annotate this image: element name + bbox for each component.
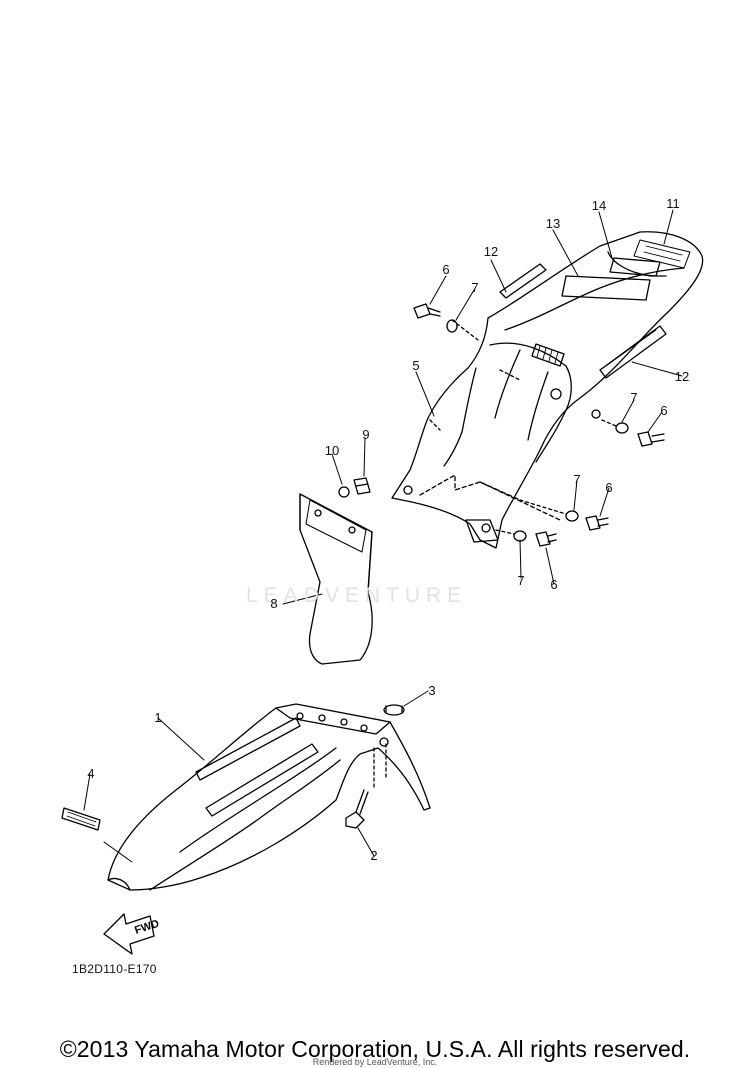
callout-6-top: 6 xyxy=(442,262,450,277)
leader-lines xyxy=(83,209,683,863)
callout-11: 11 xyxy=(666,196,680,211)
callout-9: 9 xyxy=(362,427,370,442)
decal-4 xyxy=(61,807,101,831)
callout-7-top: 7 xyxy=(471,280,479,295)
rear-fender-hardware xyxy=(413,303,665,547)
mud-flap xyxy=(299,477,373,665)
diagram-code: 1B2D110-E170 xyxy=(72,962,157,976)
callout-13: 13 xyxy=(545,216,561,231)
callout-8: 8 xyxy=(270,596,278,611)
front-fender xyxy=(107,703,431,891)
fwd-arrow xyxy=(103,913,155,955)
watermark: LEADVENTURE xyxy=(246,584,468,607)
callout-10: 10 xyxy=(324,443,340,458)
callout-7-bottom: 7 xyxy=(517,573,525,588)
callout-6-right: 6 xyxy=(660,403,668,418)
callout-4: 4 xyxy=(87,766,95,781)
callout-14: 14 xyxy=(591,198,607,213)
rear-fender xyxy=(391,231,704,549)
callout-5: 5 xyxy=(412,358,420,373)
callout-7-right: 7 xyxy=(630,390,638,405)
rendered-by-notice: Rendered by LeadVenture, Inc. xyxy=(312,1057,438,1067)
callout-3: 3 xyxy=(428,683,436,698)
callout-1: 1 xyxy=(154,710,162,725)
callout-2: 2 xyxy=(370,848,378,863)
copyright-notice: ©2013 Yamaha Motor Corporation, U.S.A. A… xyxy=(59,1036,691,1062)
callout-7-mid: 7 xyxy=(573,472,581,487)
callout-12-top: 12 xyxy=(483,244,499,259)
callout-12-right: 12 xyxy=(674,369,690,384)
callout-6-bottom: 6 xyxy=(550,577,558,592)
callout-6-mid: 6 xyxy=(605,480,613,495)
